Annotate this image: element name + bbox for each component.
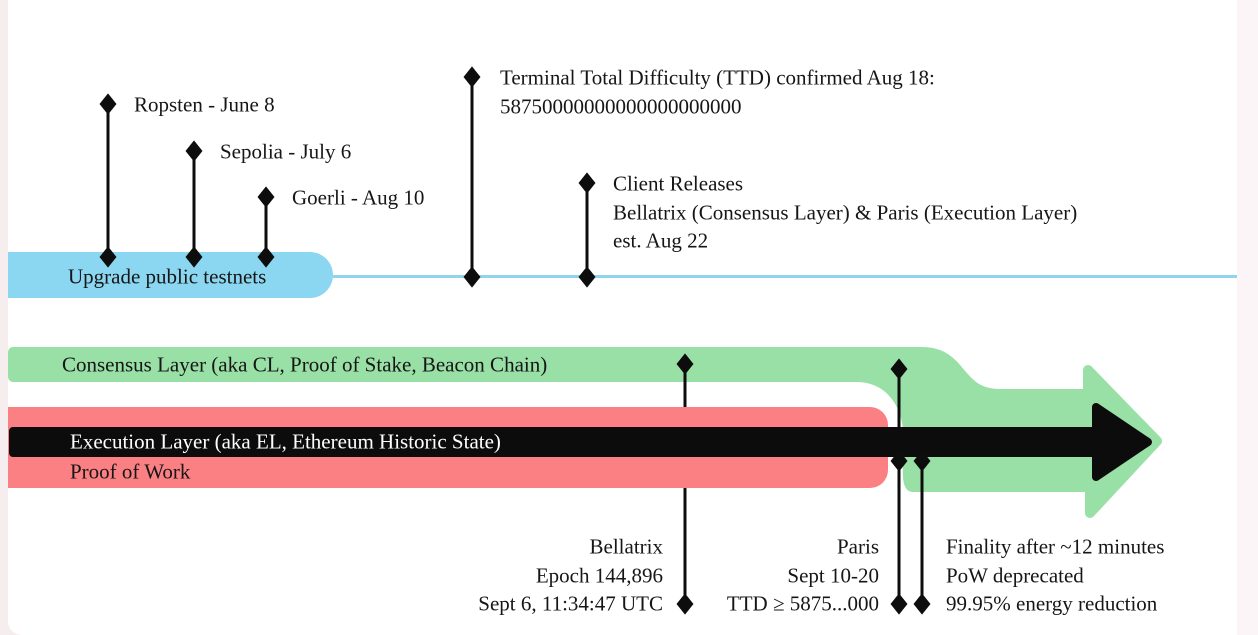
- paris-label-line1: Paris: [837, 534, 879, 559]
- client-releases-marker-line: [585, 183, 589, 277]
- ttd-label-line1: Terminal Total Difficulty (TTD) confirme…: [500, 65, 935, 90]
- consensus-band-label: Consensus Layer (aka CL, Proof of Stake,…: [62, 352, 548, 377]
- execution-band-label: Execution Layer (aka EL, Ethereum Histor…: [70, 429, 501, 454]
- ropsten-label: Ropsten - June 8: [134, 92, 275, 117]
- testnet-timeline-line: [333, 275, 1237, 278]
- paris-upper-marker-line: [897, 369, 901, 445]
- client-releases-label-line1: Client Releases: [613, 171, 744, 196]
- finality-label-line1: Finality after ~12 minutes: [946, 534, 1165, 559]
- paris-label-line2: Sept 10-20: [787, 563, 879, 588]
- testnet-band-label: Upgrade public testnets: [68, 264, 267, 289]
- client-releases-label-line2: Bellatrix (Consensus Layer) & Paris (Exe…: [613, 200, 1078, 225]
- bellatrix-label-line3: Sept 6, 11:34:47 UTC: [478, 591, 663, 616]
- finality-marker-line: [920, 461, 924, 604]
- page-right-margin: [1237, 0, 1258, 635]
- finality-label-line2: PoW deprecated: [946, 563, 1084, 588]
- page-background: [8, 0, 1237, 635]
- goerli-marker-line: [264, 197, 268, 257]
- finality-label-line3: 99.95% energy reduction: [946, 591, 1158, 616]
- pow-band-label: Proof of Work: [70, 459, 191, 484]
- ttd-label-line2: 58750000000000000000000: [500, 94, 742, 119]
- sepolia-marker-line: [192, 151, 196, 257]
- ttd-marker-line: [470, 77, 474, 277]
- sepolia-label: Sepolia - July 6: [220, 139, 352, 164]
- goerli-label: Goerli - Aug 10: [292, 185, 425, 210]
- bellatrix-label-line1: Bellatrix: [589, 534, 663, 559]
- paris-lower-marker-line: [897, 461, 901, 604]
- client-releases-label-line3: est. Aug 22: [613, 228, 709, 253]
- paris-label-line3: TTD ≥ 5875...000: [726, 591, 879, 616]
- bellatrix-label-line2: Epoch 144,896: [535, 563, 663, 588]
- ropsten-marker-line: [106, 104, 110, 257]
- testnet-band: [8, 252, 333, 298]
